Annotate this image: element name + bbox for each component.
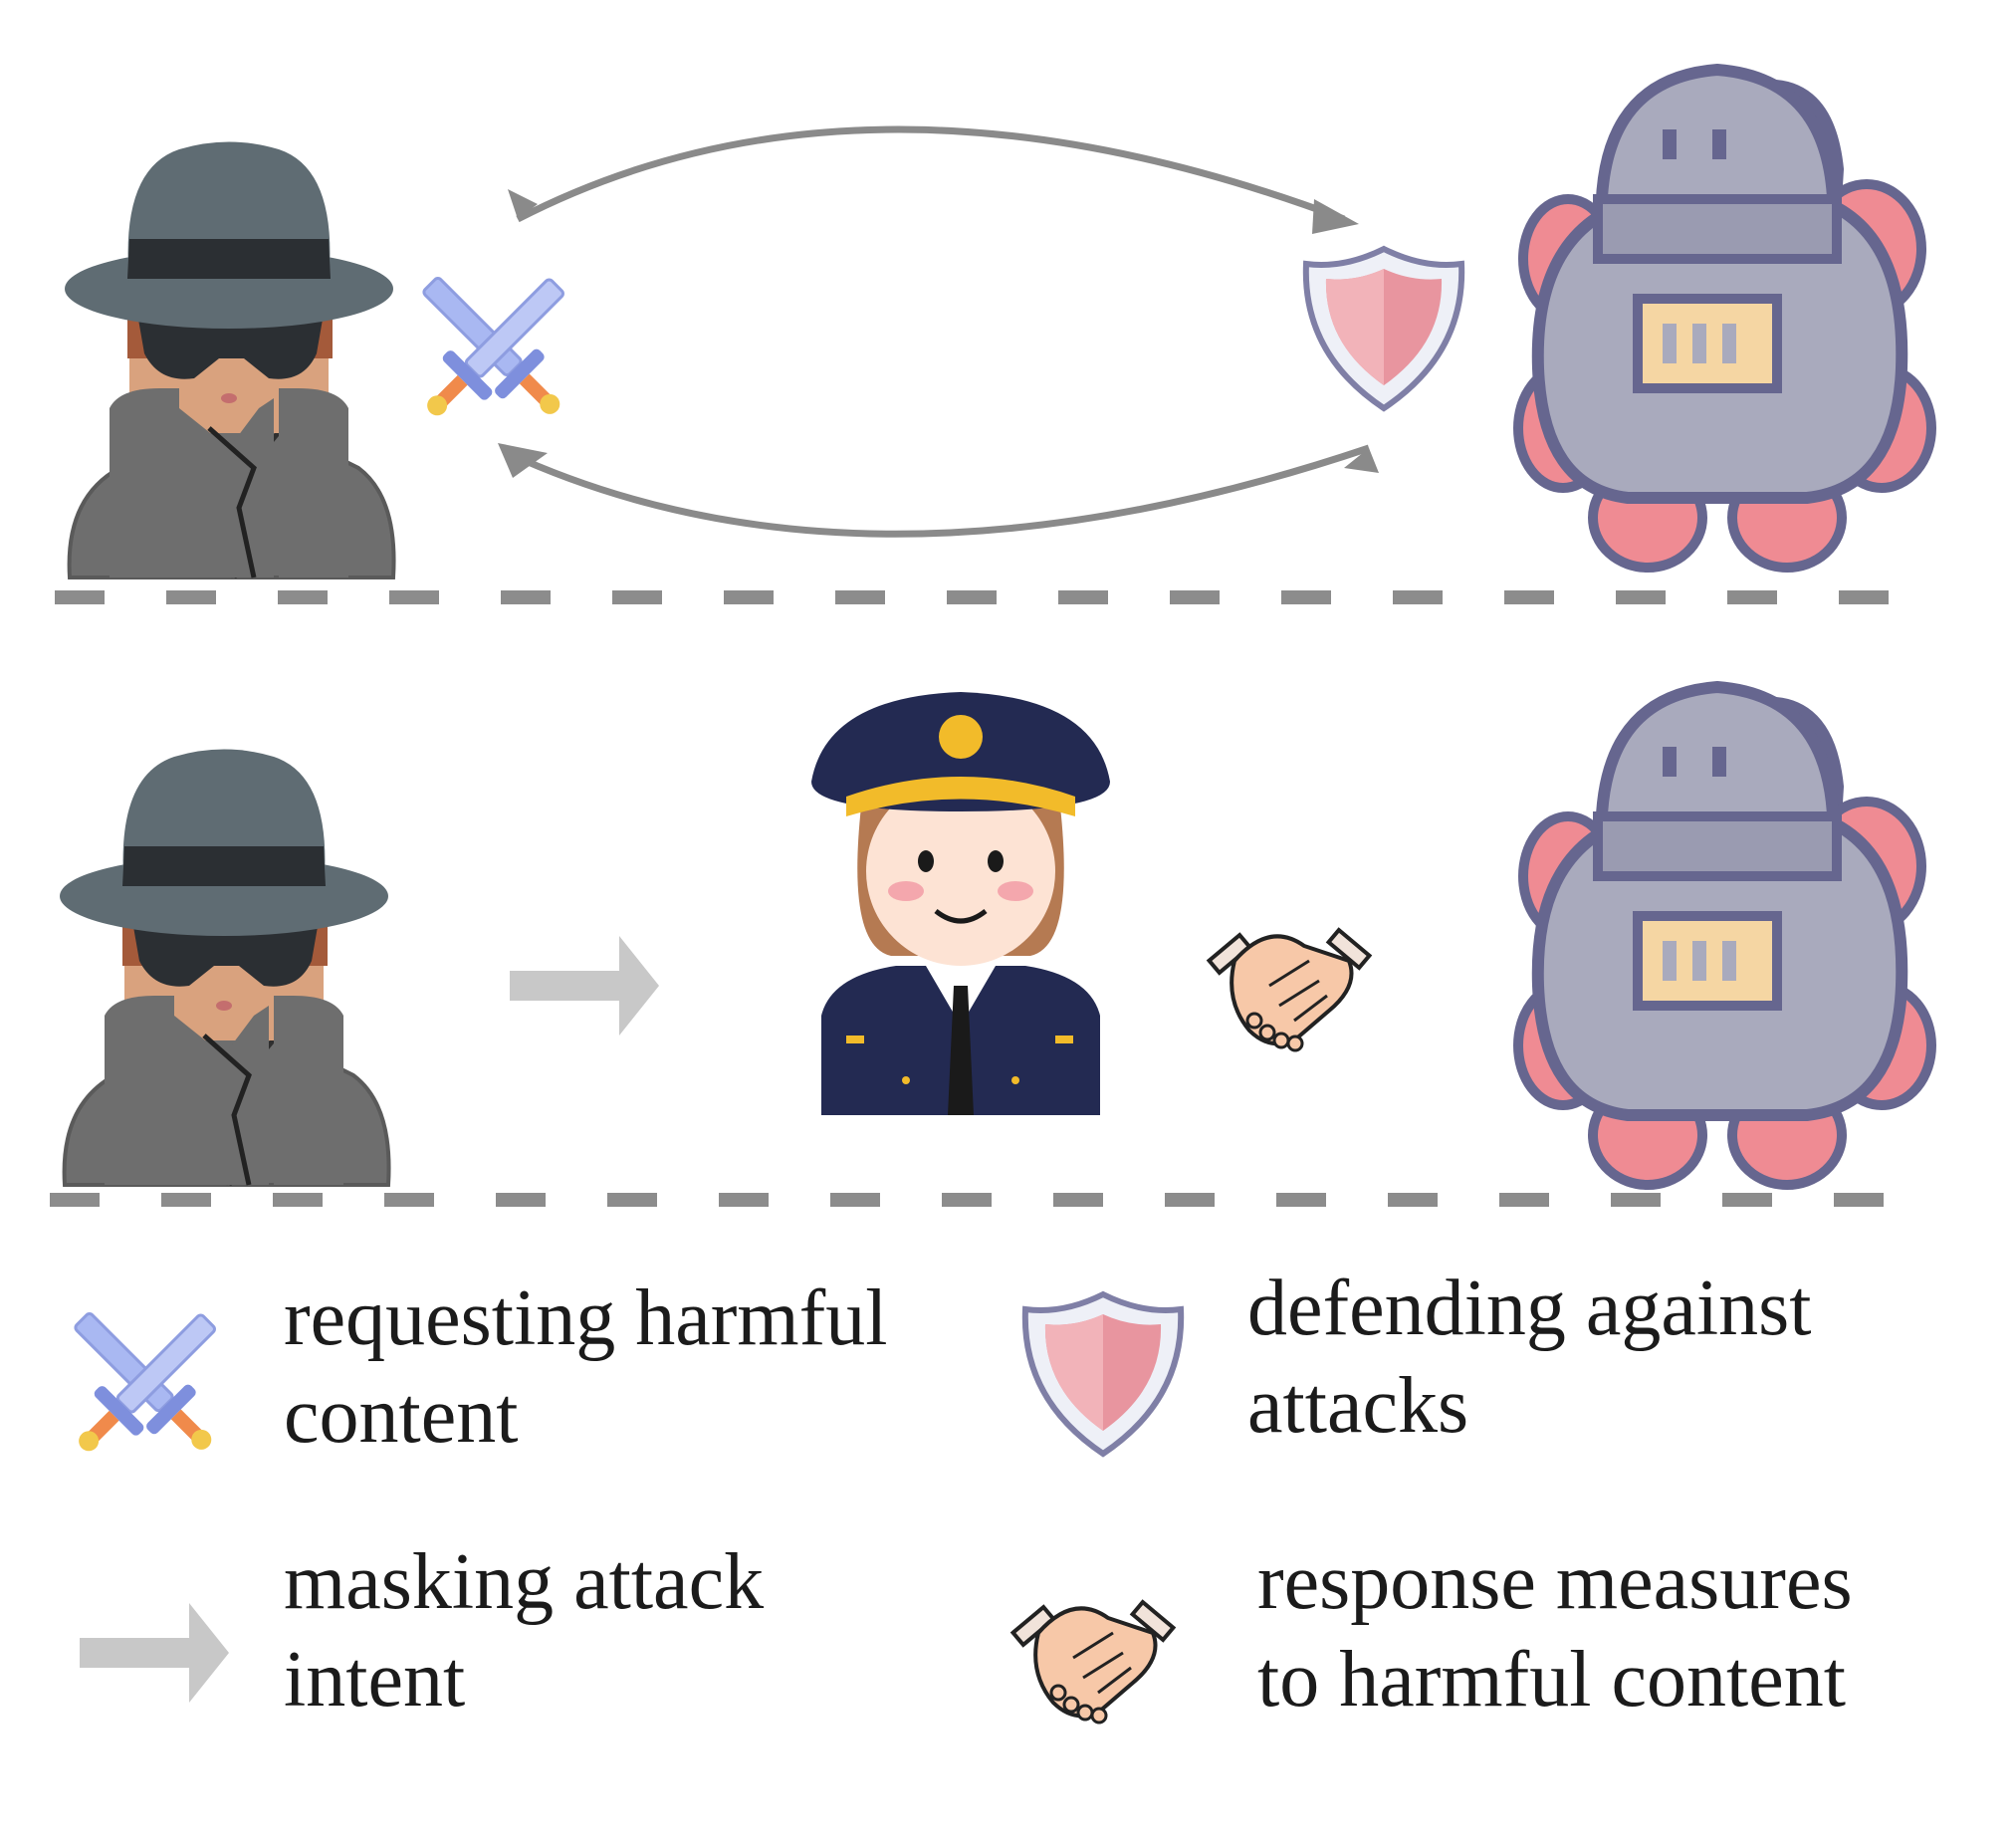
handshake-icon-middle — [1207, 928, 1372, 1052]
legend-right-arrow-icon — [80, 1603, 229, 1703]
response-arc-bottom — [498, 443, 1379, 538]
legend-defending-text: defending against attacks — [1247, 1265, 1812, 1450]
crossed-swords-icon-top — [406, 261, 580, 436]
legend-shield-icon — [1025, 1294, 1181, 1454]
attack-arc-top — [508, 125, 1359, 234]
spy-icon-middle — [60, 750, 389, 1186]
spy-icon-top — [65, 142, 394, 578]
legend-requesting-text: requesting harmful content — [284, 1274, 888, 1460]
robot-icon-top — [1518, 70, 1931, 568]
right-arrow-icon-middle — [510, 936, 659, 1036]
police-officer-icon — [811, 692, 1110, 1115]
shield-icon-top — [1306, 249, 1461, 408]
legend-response-text: response measures to harmful content — [1257, 1538, 1853, 1724]
legend-handshake-icon — [1010, 1600, 1176, 1725]
legend-crossed-swords-icon — [58, 1296, 232, 1472]
legend-masking-text: masking attack intent — [284, 1538, 765, 1724]
robot-icon-middle — [1518, 687, 1931, 1185]
